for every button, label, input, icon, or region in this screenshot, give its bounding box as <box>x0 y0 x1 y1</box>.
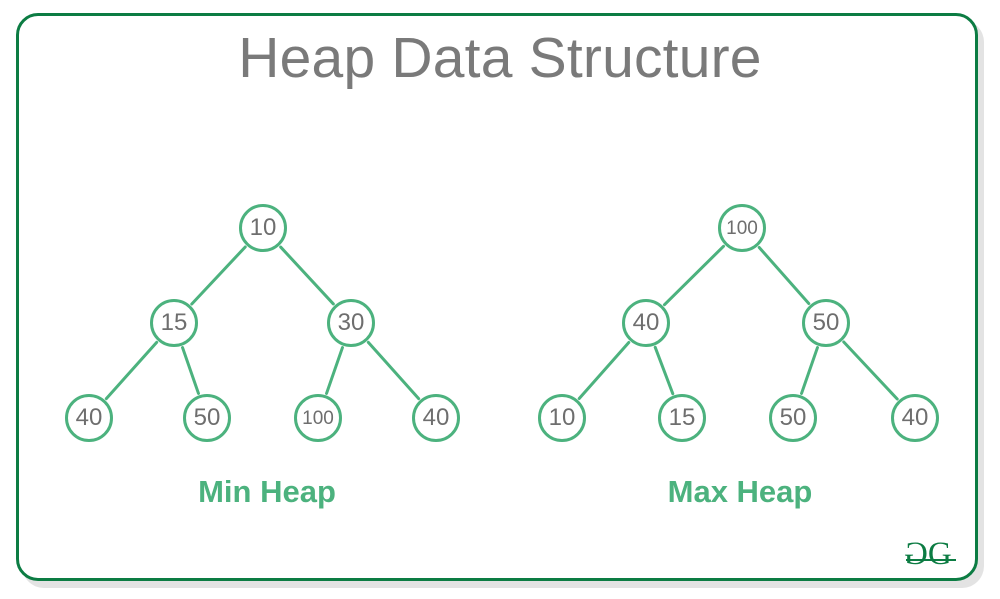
tree-node[interactable]: 40 <box>891 394 939 442</box>
tree-node[interactable]: 10 <box>538 394 586 442</box>
logo-strikethrough <box>906 559 956 561</box>
tree-node[interactable]: 15 <box>658 394 706 442</box>
logo-g-glyph: G <box>927 536 952 572</box>
tree-node[interactable]: 10 <box>239 204 287 252</box>
tree-node[interactable]: 100 <box>294 394 342 442</box>
tree-node[interactable]: 30 <box>327 299 375 347</box>
tree-node[interactable]: 40 <box>412 394 460 442</box>
min-heap-caption: Min Heap <box>198 474 336 509</box>
tree-node[interactable]: 50 <box>769 394 817 442</box>
page-title: Heap Data Structure <box>238 26 762 90</box>
card-frame <box>16 13 978 581</box>
tree-node[interactable]: 50 <box>183 394 231 442</box>
max-heap-caption: Max Heap <box>667 474 813 509</box>
tree-node[interactable]: 15 <box>150 299 198 347</box>
tree-node[interactable]: 100 <box>718 204 766 252</box>
tree-node[interactable]: 50 <box>802 299 850 347</box>
logo-reversed-g-glyph: G <box>905 536 928 572</box>
tree-node[interactable]: 40 <box>622 299 670 347</box>
geeksforgeeks-logo: GG <box>905 536 956 572</box>
tree-node[interactable]: 40 <box>65 394 113 442</box>
